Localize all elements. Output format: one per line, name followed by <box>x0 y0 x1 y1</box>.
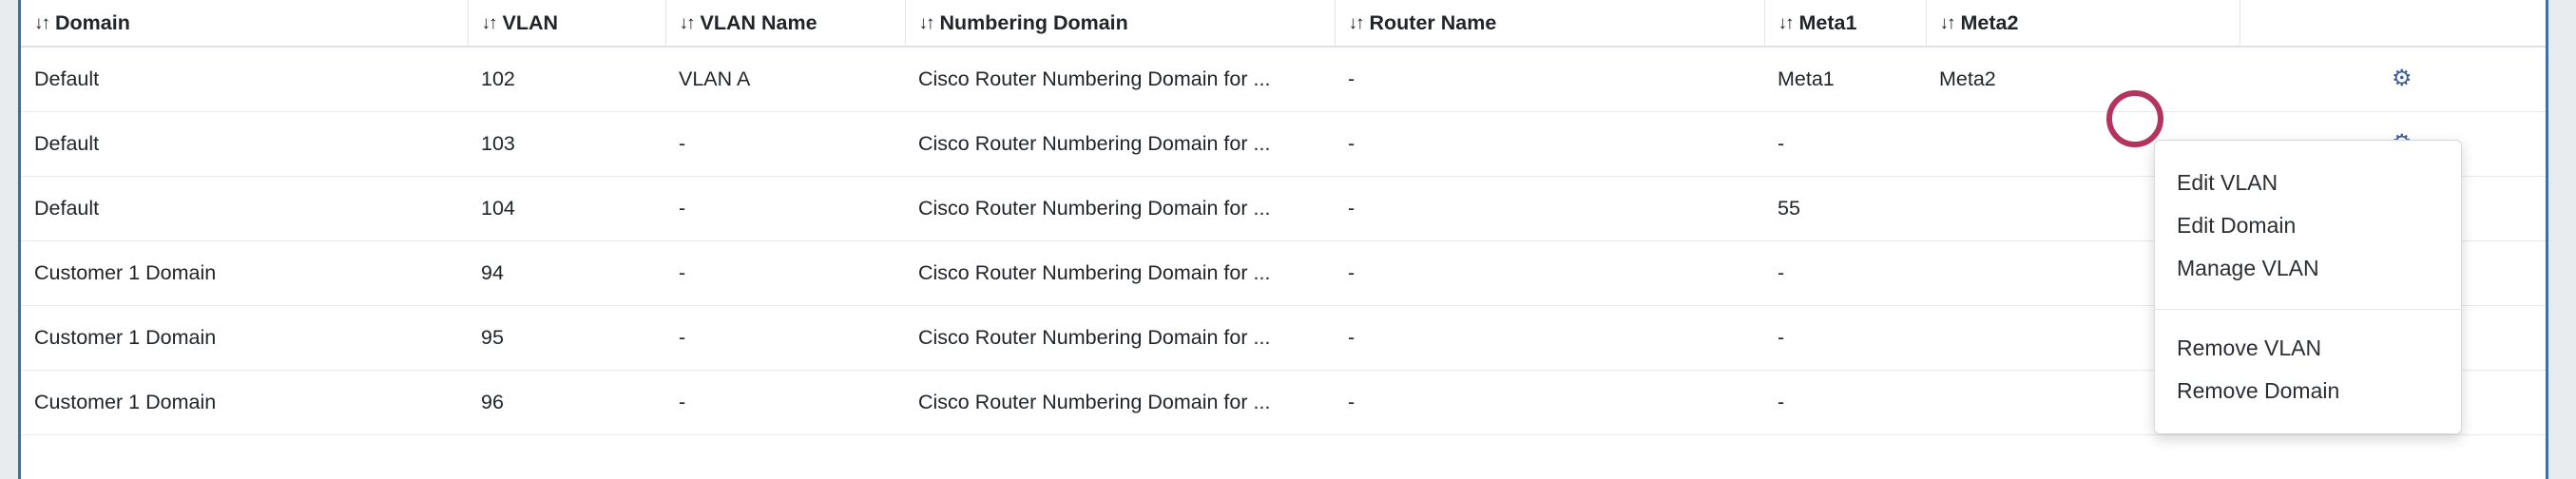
table-row[interactable]: Customer 1 Domain 94 - Cisco Router Numb… <box>21 240 2546 306</box>
column-header-numbering-domain[interactable]: ↓↑Numbering Domain <box>904 0 1335 48</box>
cell-vlan: 94 <box>468 240 665 306</box>
cell-meta1: - <box>1764 370 1926 435</box>
sort-icon[interactable]: ↓↑ <box>1778 12 1795 33</box>
cell-meta1: - <box>1764 240 1926 306</box>
sort-icon[interactable]: ↓↑ <box>918 12 935 33</box>
column-header-label: Domain <box>55 10 130 34</box>
menu-divider <box>2155 309 2461 310</box>
cell-vlan: 96 <box>468 370 665 435</box>
column-header-label: Router Name <box>1369 10 1497 34</box>
cell-vlan: 95 <box>468 305 665 371</box>
sort-icon[interactable]: ↓↑ <box>679 12 696 33</box>
sort-icon[interactable]: ↓↑ <box>1939 12 1956 33</box>
cell-numbering-domain: Cisco Router Numbering Domain for ... <box>905 176 1335 241</box>
column-header-meta1[interactable]: ↓↑Meta1 <box>1763 0 1926 48</box>
cell-numbering-domain: Cisco Router Numbering Domain for ... <box>905 305 1335 371</box>
cell-vlan-name: - <box>665 370 905 435</box>
cell-numbering-domain: Cisco Router Numbering Domain for ... <box>905 370 1335 435</box>
cell-vlan-name: - <box>665 176 905 241</box>
cell-vlan: 102 <box>468 47 665 112</box>
cell-router-name: - <box>1335 370 1764 435</box>
sort-icon[interactable]: ↓↑ <box>481 12 498 33</box>
column-header-label: Meta1 <box>1798 10 1857 34</box>
cell-vlan-name: - <box>665 240 905 306</box>
column-header-vlan[interactable]: ↓↑VLAN <box>467 0 665 48</box>
cell-vlan: 103 <box>468 111 665 177</box>
menu-item-manage-vlan[interactable]: Manage VLAN <box>2177 256 2319 280</box>
table-header-row: ↓↑Domain ↓↑VLAN ↓↑VLAN Name ↓↑Numbering … <box>21 0 2546 48</box>
cell-router-name: - <box>1335 176 1764 241</box>
column-header-label: VLAN <box>502 10 559 34</box>
gear-icon[interactable]: ⚙ <box>2392 66 2413 91</box>
cell-router-name: - <box>1335 111 1764 177</box>
right-rail-border <box>2546 0 2548 479</box>
table-panel: ↓↑Domain ↓↑VLAN ↓↑VLAN Name ↓↑Numbering … <box>21 0 2546 479</box>
cell-router-name: - <box>1335 305 1764 371</box>
column-header-router-name[interactable]: ↓↑Router Name <box>1334 0 1764 48</box>
sort-icon[interactable]: ↓↑ <box>34 12 50 33</box>
cell-vlan: 104 <box>468 176 665 241</box>
right-gutter <box>2548 0 2576 479</box>
table-row[interactable]: Default 103 - Cisco Router Numbering Dom… <box>21 111 2546 177</box>
cell-domain: Customer 1 Domain <box>21 305 468 371</box>
sort-icon[interactable]: ↓↑ <box>1348 12 1365 33</box>
cell-domain: Default <box>21 111 468 177</box>
cell-domain: Default <box>21 47 468 112</box>
column-header-domain[interactable]: ↓↑Domain <box>21 0 468 48</box>
table-body: Default 102 VLAN A Cisco Router Numberin… <box>21 47 2546 435</box>
cell-meta1: Meta1 <box>1764 47 1926 112</box>
column-header-actions <box>2239 0 2546 48</box>
cell-meta1: - <box>1764 111 1926 177</box>
cell-domain: Customer 1 Domain <box>21 370 468 435</box>
cell-domain: Customer 1 Domain <box>21 240 468 306</box>
menu-item-remove-domain[interactable]: Remove Domain <box>2177 378 2340 403</box>
table-header: ↓↑Domain ↓↑VLAN ↓↑VLAN Name ↓↑Numbering … <box>21 0 2546 48</box>
left-rail-border <box>18 0 21 479</box>
cell-router-name: - <box>1335 240 1764 306</box>
cell-actions: ⚙ <box>2240 47 2546 112</box>
column-header-label: Numbering Domain <box>939 10 1128 34</box>
column-header-vlan-name[interactable]: ↓↑VLAN Name <box>664 0 905 48</box>
menu-item-edit-vlan[interactable]: Edit VLAN <box>2177 170 2278 195</box>
cell-router-name: - <box>1335 47 1764 112</box>
menu-item-edit-domain[interactable]: Edit Domain <box>2177 213 2297 238</box>
column-header-label: Meta2 <box>1960 10 2019 34</box>
cell-numbering-domain: Cisco Router Numbering Domain for ... <box>905 47 1335 112</box>
left-gutter <box>0 0 18 479</box>
cell-vlan-name: - <box>665 111 905 177</box>
vlan-table: ↓↑Domain ↓↑VLAN ↓↑VLAN Name ↓↑Numbering … <box>21 0 2546 435</box>
row-actions-wrap: ⚙ <box>2253 67 2546 91</box>
row-context-menu[interactable]: Edit VLAN Edit Domain Manage VLAN Remove… <box>2154 140 2462 434</box>
menu-item-remove-vlan[interactable]: Remove VLAN <box>2177 335 2322 360</box>
column-header-meta2[interactable]: ↓↑Meta2 <box>1925 0 2240 48</box>
cell-vlan-name: VLAN A <box>665 47 905 112</box>
cell-vlan-name: - <box>665 305 905 371</box>
table-row[interactable]: Default 102 VLAN A Cisco Router Numberin… <box>21 47 2546 112</box>
cell-meta1: - <box>1764 305 1926 371</box>
cell-meta2: Meta2 <box>1926 47 2240 112</box>
cell-numbering-domain: Cisco Router Numbering Domain for ... <box>905 240 1335 306</box>
cell-domain: Default <box>21 176 468 241</box>
cell-numbering-domain: Cisco Router Numbering Domain for ... <box>905 111 1335 177</box>
table-row[interactable]: Customer 1 Domain 96 - Cisco Router Numb… <box>21 370 2546 435</box>
cell-meta1: 55 <box>1764 176 1926 241</box>
column-header-label: VLAN Name <box>700 10 817 34</box>
